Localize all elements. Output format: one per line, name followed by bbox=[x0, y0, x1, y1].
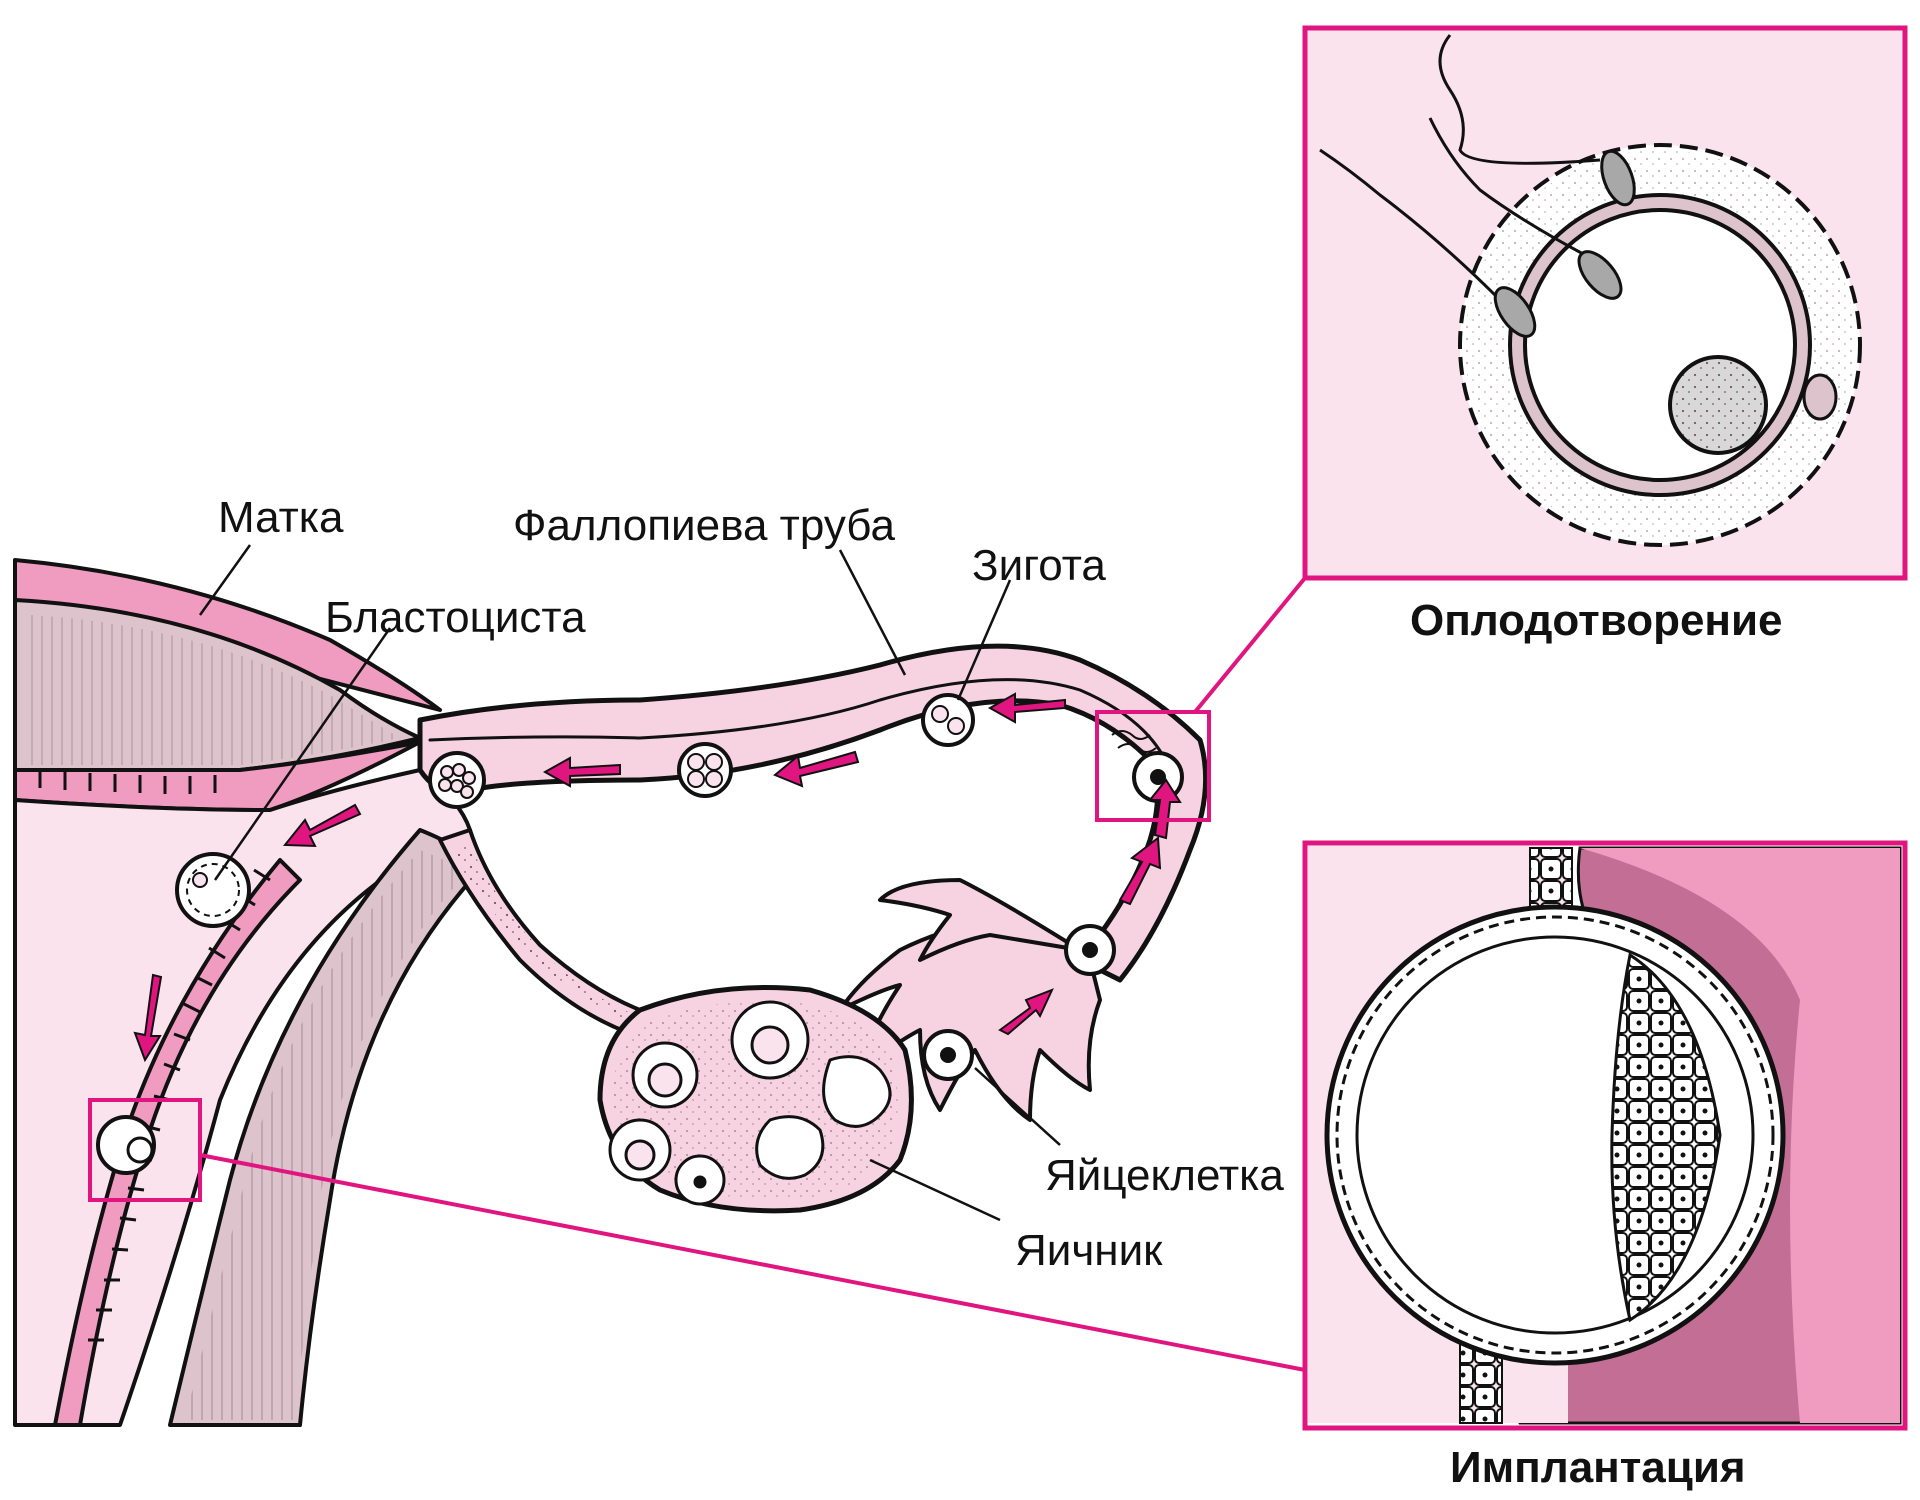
polar-body bbox=[1802, 373, 1838, 421]
sperm-head-3 bbox=[1493, 286, 1537, 338]
four-cell-embryo bbox=[677, 742, 733, 798]
fertilization-callout-box bbox=[1095, 710, 1211, 822]
arrow-egg-2 bbox=[1118, 836, 1162, 906]
sperm bbox=[1319, 34, 1636, 338]
egg-cytoplasm bbox=[1523, 208, 1797, 482]
trophoblast-layer bbox=[1335, 915, 1775, 1355]
implantation-inset: Имплантация bbox=[1302, 840, 1908, 1492]
morula bbox=[428, 751, 486, 809]
uterus-upper-wall bbox=[13, 558, 442, 712]
uterus-lower-lining bbox=[53, 858, 302, 1427]
uterus-villi bbox=[38, 770, 271, 1342]
egg-in-tube bbox=[1064, 924, 1116, 976]
zygote-cell bbox=[921, 693, 975, 747]
label-uterus: Матка bbox=[218, 493, 344, 542]
fertilization-caption: Оплодотворение bbox=[1410, 596, 1783, 645]
label-egg: Яйцеклетка bbox=[1045, 1151, 1284, 1200]
uterus-myometrium-hatch bbox=[185, 850, 465, 1420]
uterus bbox=[13, 558, 482, 1427]
endometrium-light bbox=[1580, 848, 1900, 1423]
arrow-to-morula bbox=[542, 756, 621, 788]
inner-cell-mass bbox=[1610, 952, 1722, 1323]
arrow-egg-1 bbox=[998, 988, 1054, 1036]
fimbriae bbox=[838, 918, 1102, 1122]
arrow-to-blastocyst bbox=[282, 803, 362, 848]
uterus-cavity-hatch bbox=[30, 615, 400, 765]
blastocyst-cell bbox=[175, 852, 251, 928]
arrow-down bbox=[133, 973, 163, 1063]
sperm-tail-2 bbox=[1428, 117, 1586, 257]
ovary bbox=[597, 985, 914, 1214]
label-ovary: Яичник bbox=[1015, 1226, 1163, 1275]
egg-released bbox=[922, 1029, 974, 1081]
leader-fertilization bbox=[1193, 576, 1307, 714]
ovarian-ligament-dots bbox=[450, 845, 640, 1025]
sperm-tail-3 bbox=[1319, 148, 1502, 302]
arrow-egg-3 bbox=[1147, 778, 1182, 840]
label-fallopian-tube: Фаллопиева труба bbox=[513, 501, 896, 550]
fimbriae-upper bbox=[878, 878, 1082, 962]
ovary-follicles bbox=[608, 1000, 810, 1206]
egg-nucleus-dots bbox=[1672, 359, 1764, 451]
leader-implantation bbox=[199, 1153, 1306, 1372]
implantation-caption: Имплантация bbox=[1450, 1443, 1746, 1492]
implantation-callout-box bbox=[88, 1098, 202, 1202]
sperm-head-2 bbox=[1577, 250, 1623, 300]
implanted-blastocyst bbox=[96, 1115, 156, 1175]
migration-arrows bbox=[133, 692, 1182, 1063]
sperm-tail-1 bbox=[1438, 34, 1601, 165]
sperm-head-1 bbox=[1600, 149, 1636, 207]
label-leaders bbox=[198, 544, 1061, 1222]
tube-inner-line bbox=[428, 678, 1172, 772]
arrow-to-four-cell bbox=[773, 750, 860, 788]
ruptured-follicle bbox=[822, 1055, 892, 1128]
fallopian-tube bbox=[417, 643, 1209, 1122]
corpus-luteum bbox=[755, 1115, 825, 1180]
arrow-to-zygote bbox=[987, 692, 1066, 724]
label-zygote: Зигота bbox=[972, 541, 1106, 590]
cells-in-tube bbox=[96, 693, 1184, 1175]
callout-sperm bbox=[1111, 730, 1157, 753]
fertilization-inset: Оплодотворение bbox=[1302, 25, 1908, 645]
label-blastocyst: Бластоциста bbox=[325, 593, 586, 642]
